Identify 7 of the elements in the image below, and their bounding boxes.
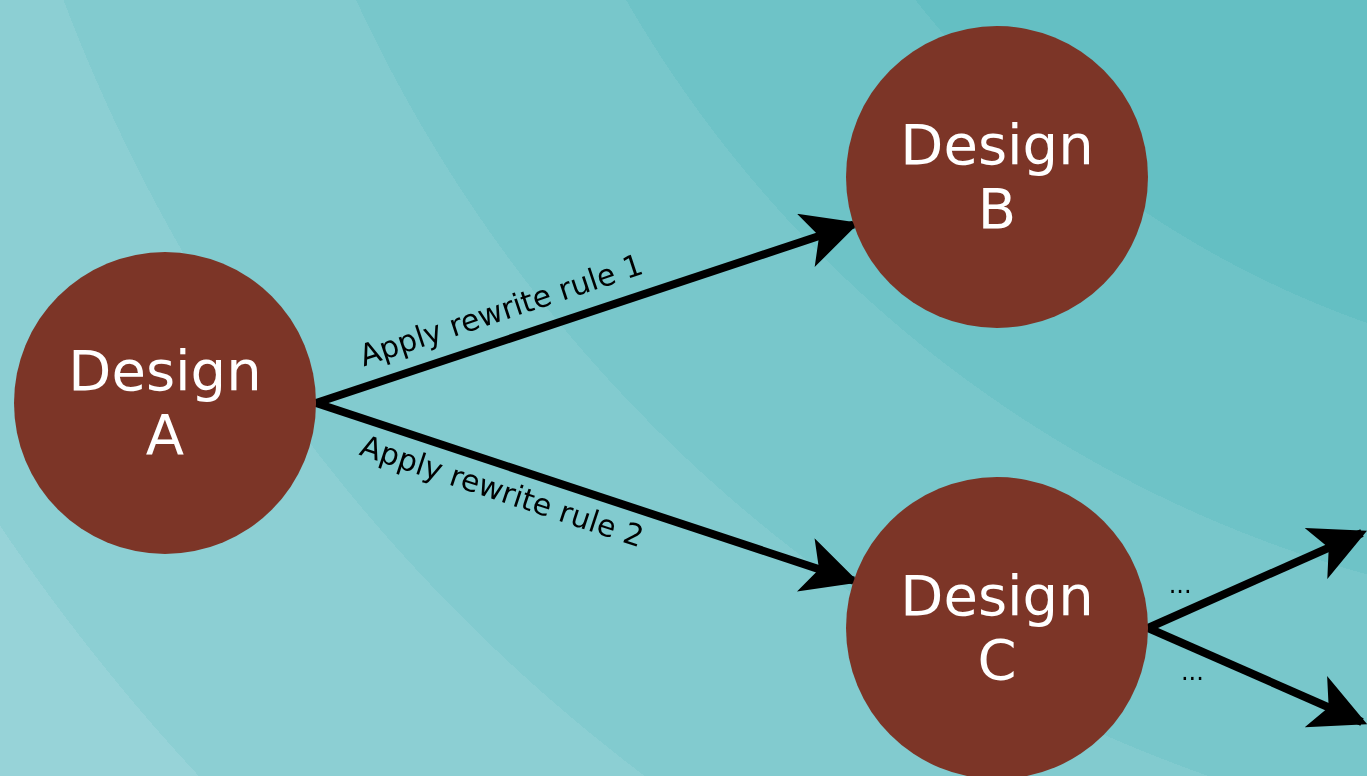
edge-label: ... — [1168, 570, 1192, 599]
edge-label: Apply rewrite rule 2 — [356, 428, 649, 555]
node-label: Design A — [67, 338, 263, 468]
edge-label: Apply rewrite rule 1 — [354, 246, 647, 373]
node-label: Design C — [899, 563, 1095, 693]
node-label: Design B — [899, 112, 1095, 242]
edge-label: ... — [1180, 657, 1204, 686]
